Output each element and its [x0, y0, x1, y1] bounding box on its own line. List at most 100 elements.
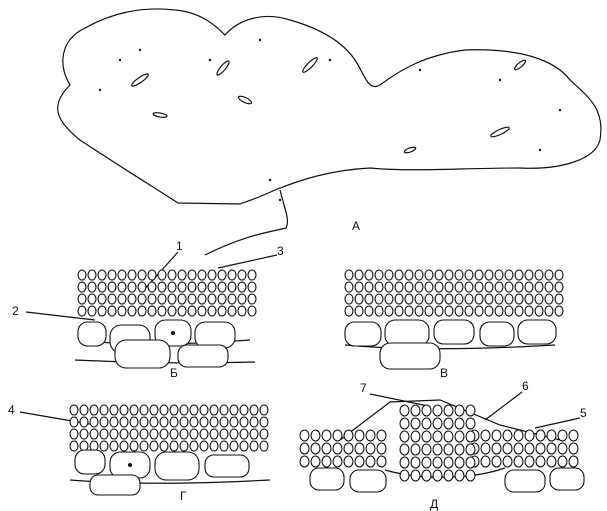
epidermal-cell	[108, 294, 116, 304]
epidermal-cell	[536, 443, 545, 454]
epidermal-cell	[514, 456, 523, 467]
epidermal-cell	[180, 429, 188, 439]
epidermal-cell	[535, 306, 543, 316]
epidermal-cell	[140, 429, 148, 439]
epidermal-cell	[505, 282, 513, 292]
epidermal-cell	[535, 294, 543, 304]
epidermal-cell	[345, 270, 353, 280]
epidermal-cell	[108, 270, 116, 280]
epidermal-cell	[344, 430, 353, 441]
epidermal-cell	[78, 270, 86, 280]
epidermal-cell	[158, 270, 166, 280]
epidermal-cell	[465, 294, 473, 304]
epidermal-cell	[110, 429, 118, 439]
epidermal-cell	[385, 282, 393, 292]
mesophyll-cell	[178, 345, 228, 367]
epidermal-cell	[515, 270, 523, 280]
epidermal-cell	[545, 294, 553, 304]
mesophyll-cell	[115, 340, 170, 368]
epidermal-cell	[365, 270, 373, 280]
epidermal-cell	[180, 405, 188, 415]
epidermal-cell	[208, 270, 216, 280]
epidermal-cell	[208, 282, 216, 292]
epidermal-cell	[425, 294, 433, 304]
epidermal-cell	[433, 431, 442, 442]
epidermal-cell	[465, 306, 473, 316]
epidermal-cell	[395, 306, 403, 316]
epidermal-cell	[98, 270, 106, 280]
epidermal-cell	[130, 441, 138, 451]
epidermal-cell	[178, 270, 186, 280]
epidermal-cell	[200, 417, 208, 427]
epidermal-cell	[238, 294, 246, 304]
epidermal-cell	[220, 429, 228, 439]
epidermal-cell	[198, 294, 206, 304]
epidermal-cell	[150, 405, 158, 415]
label-4: 4	[8, 403, 15, 417]
epidermal-cell	[210, 405, 218, 415]
epidermal-cell	[465, 270, 473, 280]
epidermal-cell	[110, 441, 118, 451]
epidermal-cell	[455, 431, 464, 442]
epidermal-cell	[505, 306, 513, 316]
label-g: Г	[180, 489, 187, 503]
epidermal-cell	[405, 306, 413, 316]
epidermal-cell	[322, 443, 331, 454]
epidermal-cell	[210, 441, 218, 451]
epidermal-cell	[322, 456, 331, 467]
epidermal-cell	[311, 456, 320, 467]
epidermal-cell	[377, 430, 386, 441]
mesophyll-cell	[518, 320, 556, 344]
epidermal-cell	[80, 417, 88, 427]
epidermal-cell	[503, 443, 512, 454]
label-5: 5	[580, 406, 587, 420]
epidermal-cell	[70, 417, 78, 427]
epidermal-cell	[300, 430, 309, 441]
epidermal-cell	[455, 294, 463, 304]
epidermal-cell	[485, 306, 493, 316]
epidermal-cell	[148, 270, 156, 280]
epidermal-cell	[238, 306, 246, 316]
epidermal-cell	[547, 430, 556, 441]
epidermal-cell	[110, 405, 118, 415]
label-v: В	[440, 366, 448, 380]
epidermal-cell	[248, 282, 256, 292]
epidermal-cell	[385, 270, 393, 280]
epidermal-cell	[355, 306, 363, 316]
epidermal-cell	[110, 417, 118, 427]
label-d: Д	[430, 497, 438, 511]
epidermal-cell	[455, 470, 464, 481]
epidermal-cell	[503, 456, 512, 467]
epidermal-cell	[238, 270, 246, 280]
epidermal-cell	[178, 282, 186, 292]
mesophyll-cell	[385, 320, 429, 346]
epidermal-cell	[422, 418, 431, 429]
epidermal-cell	[220, 441, 228, 451]
epidermal-cell	[168, 282, 176, 292]
epidermal-cell	[355, 443, 364, 454]
epidermal-cell	[150, 429, 158, 439]
epidermal-cell	[545, 306, 553, 316]
epidermal-cell	[444, 470, 453, 481]
epidermal-cell	[536, 456, 545, 467]
epidermal-cell	[455, 444, 464, 455]
epidermal-cell	[466, 444, 475, 455]
epidermal-cell	[365, 306, 373, 316]
epidermal-cell	[260, 429, 268, 439]
epidermal-cell	[128, 282, 136, 292]
epidermal-cell	[130, 405, 138, 415]
epidermal-cell	[130, 417, 138, 427]
epidermal-cell	[444, 405, 453, 416]
epidermal-cell	[435, 270, 443, 280]
epidermal-cell	[100, 405, 108, 415]
epidermal-cell	[547, 456, 556, 467]
epidermal-cell	[178, 306, 186, 316]
epidermal-cell	[333, 443, 342, 454]
epidermal-cell	[547, 443, 556, 454]
epidermal-cell	[138, 282, 146, 292]
epidermal-cell	[395, 294, 403, 304]
epidermal-cell	[485, 294, 493, 304]
epidermal-cell	[366, 443, 375, 454]
epidermal-cell	[365, 294, 373, 304]
